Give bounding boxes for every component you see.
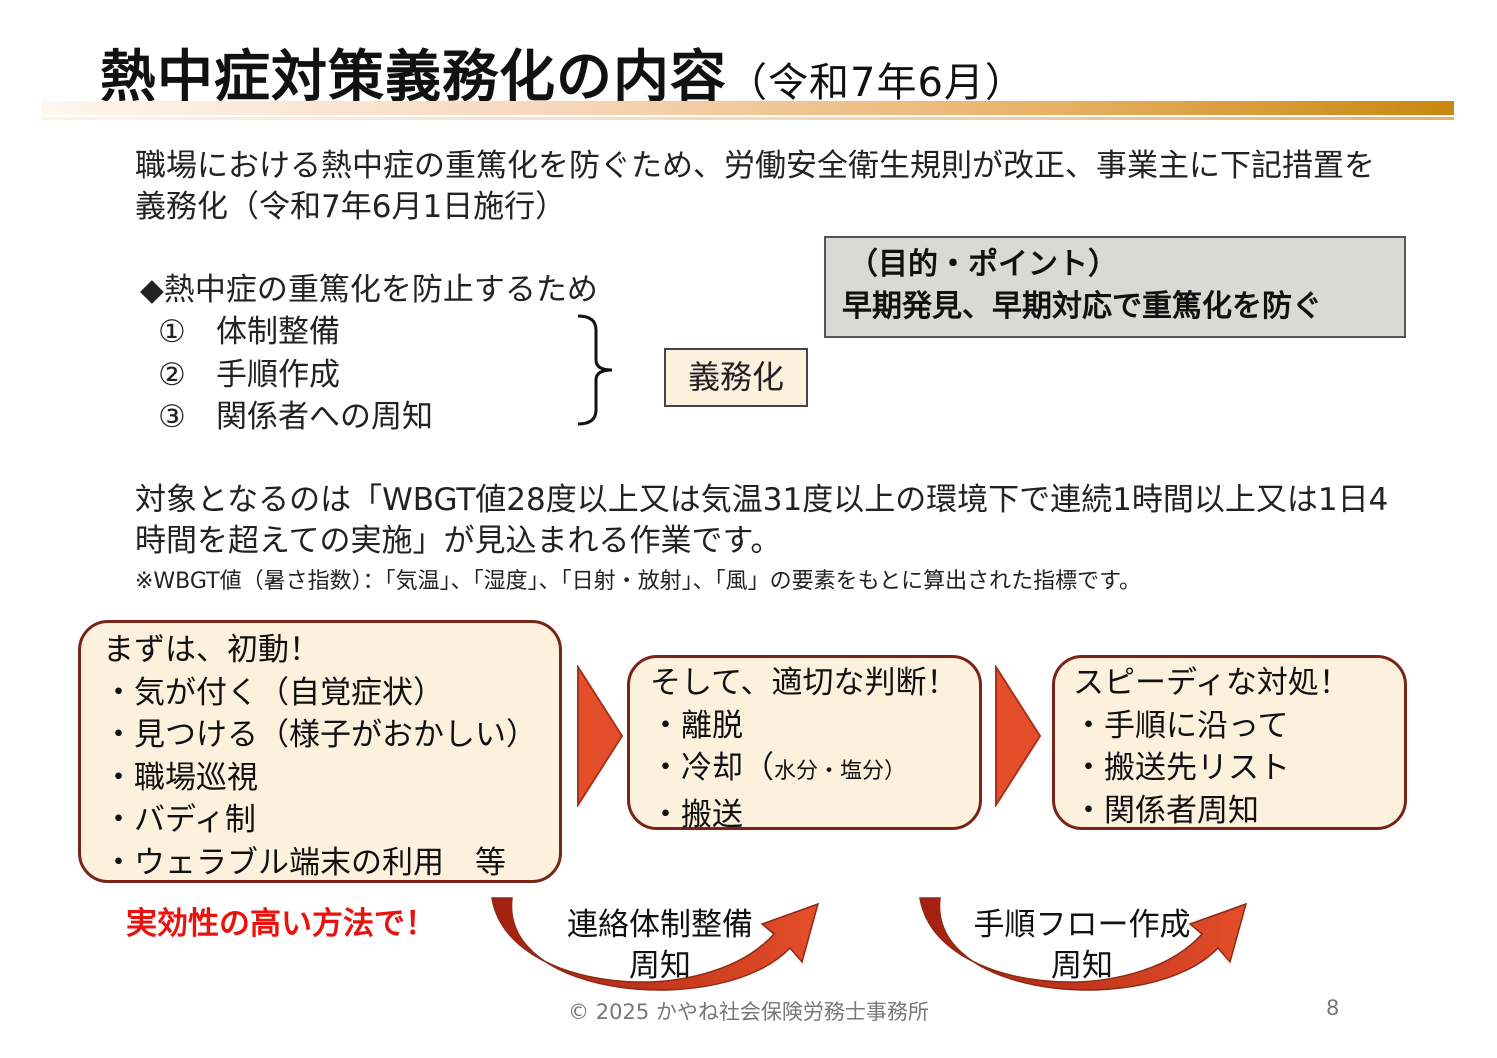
- box-title: まずは、初動！: [103, 632, 320, 668]
- item-number: ①: [158, 314, 186, 350]
- item-number: ②: [158, 357, 186, 393]
- chevron-right-icon: [577, 665, 624, 807]
- right-brace-icon: [577, 314, 613, 426]
- list-item: ① 体制整備: [158, 312, 340, 353]
- list-item: ・搬送: [650, 796, 743, 833]
- list-item: ・冷却（水分・塩分）: [650, 747, 979, 794]
- item-label: 手順作成: [216, 357, 340, 393]
- purpose-title: （目的・ポイント）: [848, 247, 1118, 282]
- list-item: ・ウェラブル端末の利用 等: [103, 844, 506, 881]
- list-item: ・職場巡視: [103, 759, 258, 796]
- list-item: ・手順に沿って: [1073, 707, 1289, 744]
- list-item: ・関係者周知: [1073, 792, 1259, 829]
- curve-line: 手順フロー作成: [973, 907, 1191, 943]
- item-label: 体制整備: [216, 314, 340, 350]
- list-item: ・見つける（様子がおかしい）: [103, 717, 537, 753]
- curve-label-procedure-flow: 手順フロー作成 周知: [962, 905, 1202, 987]
- item-small: 水分・塩分）: [774, 759, 907, 784]
- purpose-box: （目的・ポイント） 早期発見、早期対応で重篤化を防ぐ: [824, 236, 1406, 338]
- title-sub: （令和7年6月）: [727, 60, 1026, 106]
- box-title: スピーディな対処！: [1073, 665, 1350, 701]
- page-title: 熱中症対策義務化の内容（令和7年6月）: [100, 32, 1026, 113]
- curved-arrow-icon: [491, 897, 820, 991]
- list-item: ③ 関係者への周知: [158, 397, 433, 438]
- box-title: そして、適切な判断！: [650, 665, 958, 701]
- intro-text: 職場における熱中症の重篤化を防ぐため、労働安全衛生規則が改正、事業主に下記措置を…: [135, 148, 1375, 225]
- title-underline: [42, 101, 1454, 115]
- item-number: ③: [158, 399, 186, 435]
- item-label: 関係者への周知: [216, 399, 433, 435]
- list-item: ② 手順作成: [158, 355, 340, 396]
- curved-arrow-icon: [919, 897, 1248, 991]
- chevron-right-icon: [995, 665, 1042, 807]
- mandatory-label: 義務化: [664, 348, 808, 407]
- curve-label-contact-setup: 連絡体制整備 周知: [540, 905, 780, 987]
- flow-box-initial-response: まずは、初動！ ・気が付く（自覚症状） ・見つける（様子がおかしい） ・職場巡視…: [78, 620, 562, 883]
- title-underline-thin: [42, 117, 1454, 120]
- curve-line: 周知: [629, 948, 691, 984]
- list-item: ・離脱: [650, 707, 743, 744]
- target-text: 対象となるのは「WBGT値28度以上又は気温31度以上の環境下で連続1時間以上又…: [135, 482, 1389, 559]
- wbgt-note: ※WBGT値（暑さ指数）：「気温」、「湿度」、「日射・放射」、「風」の要素をもと…: [135, 569, 1141, 594]
- flow-box-quick-action: スピーディな対処！ ・手順に沿って ・搬送先リスト ・関係者周知: [1052, 655, 1407, 830]
- list-item: ・搬送先リスト: [1073, 750, 1290, 786]
- purpose-text: 早期発見、早期対応で重篤化を防ぐ: [842, 289, 1322, 324]
- page-number: 8: [1326, 996, 1340, 1020]
- title-main: 熱中症対策義務化の内容: [100, 45, 727, 110]
- effective-method-label: 実効性の高い方法で！: [126, 906, 436, 942]
- prevention-heading: ◆熱中症の重篤化を防止するため: [140, 272, 598, 308]
- list-item: ・バディ制: [103, 802, 256, 838]
- list-item: ・気が付く（自覚症状）: [103, 674, 444, 711]
- footer-copyright: © 2025 かやね社会保険労務士事務所: [568, 1000, 929, 1024]
- flow-box-judgment: そして、適切な判断！ ・離脱 ・冷却（水分・塩分） ・搬送: [627, 655, 982, 833]
- item-main: ・冷却（: [650, 750, 774, 786]
- curve-line: 連絡体制整備: [567, 907, 753, 943]
- curve-line: 周知: [1051, 948, 1113, 984]
